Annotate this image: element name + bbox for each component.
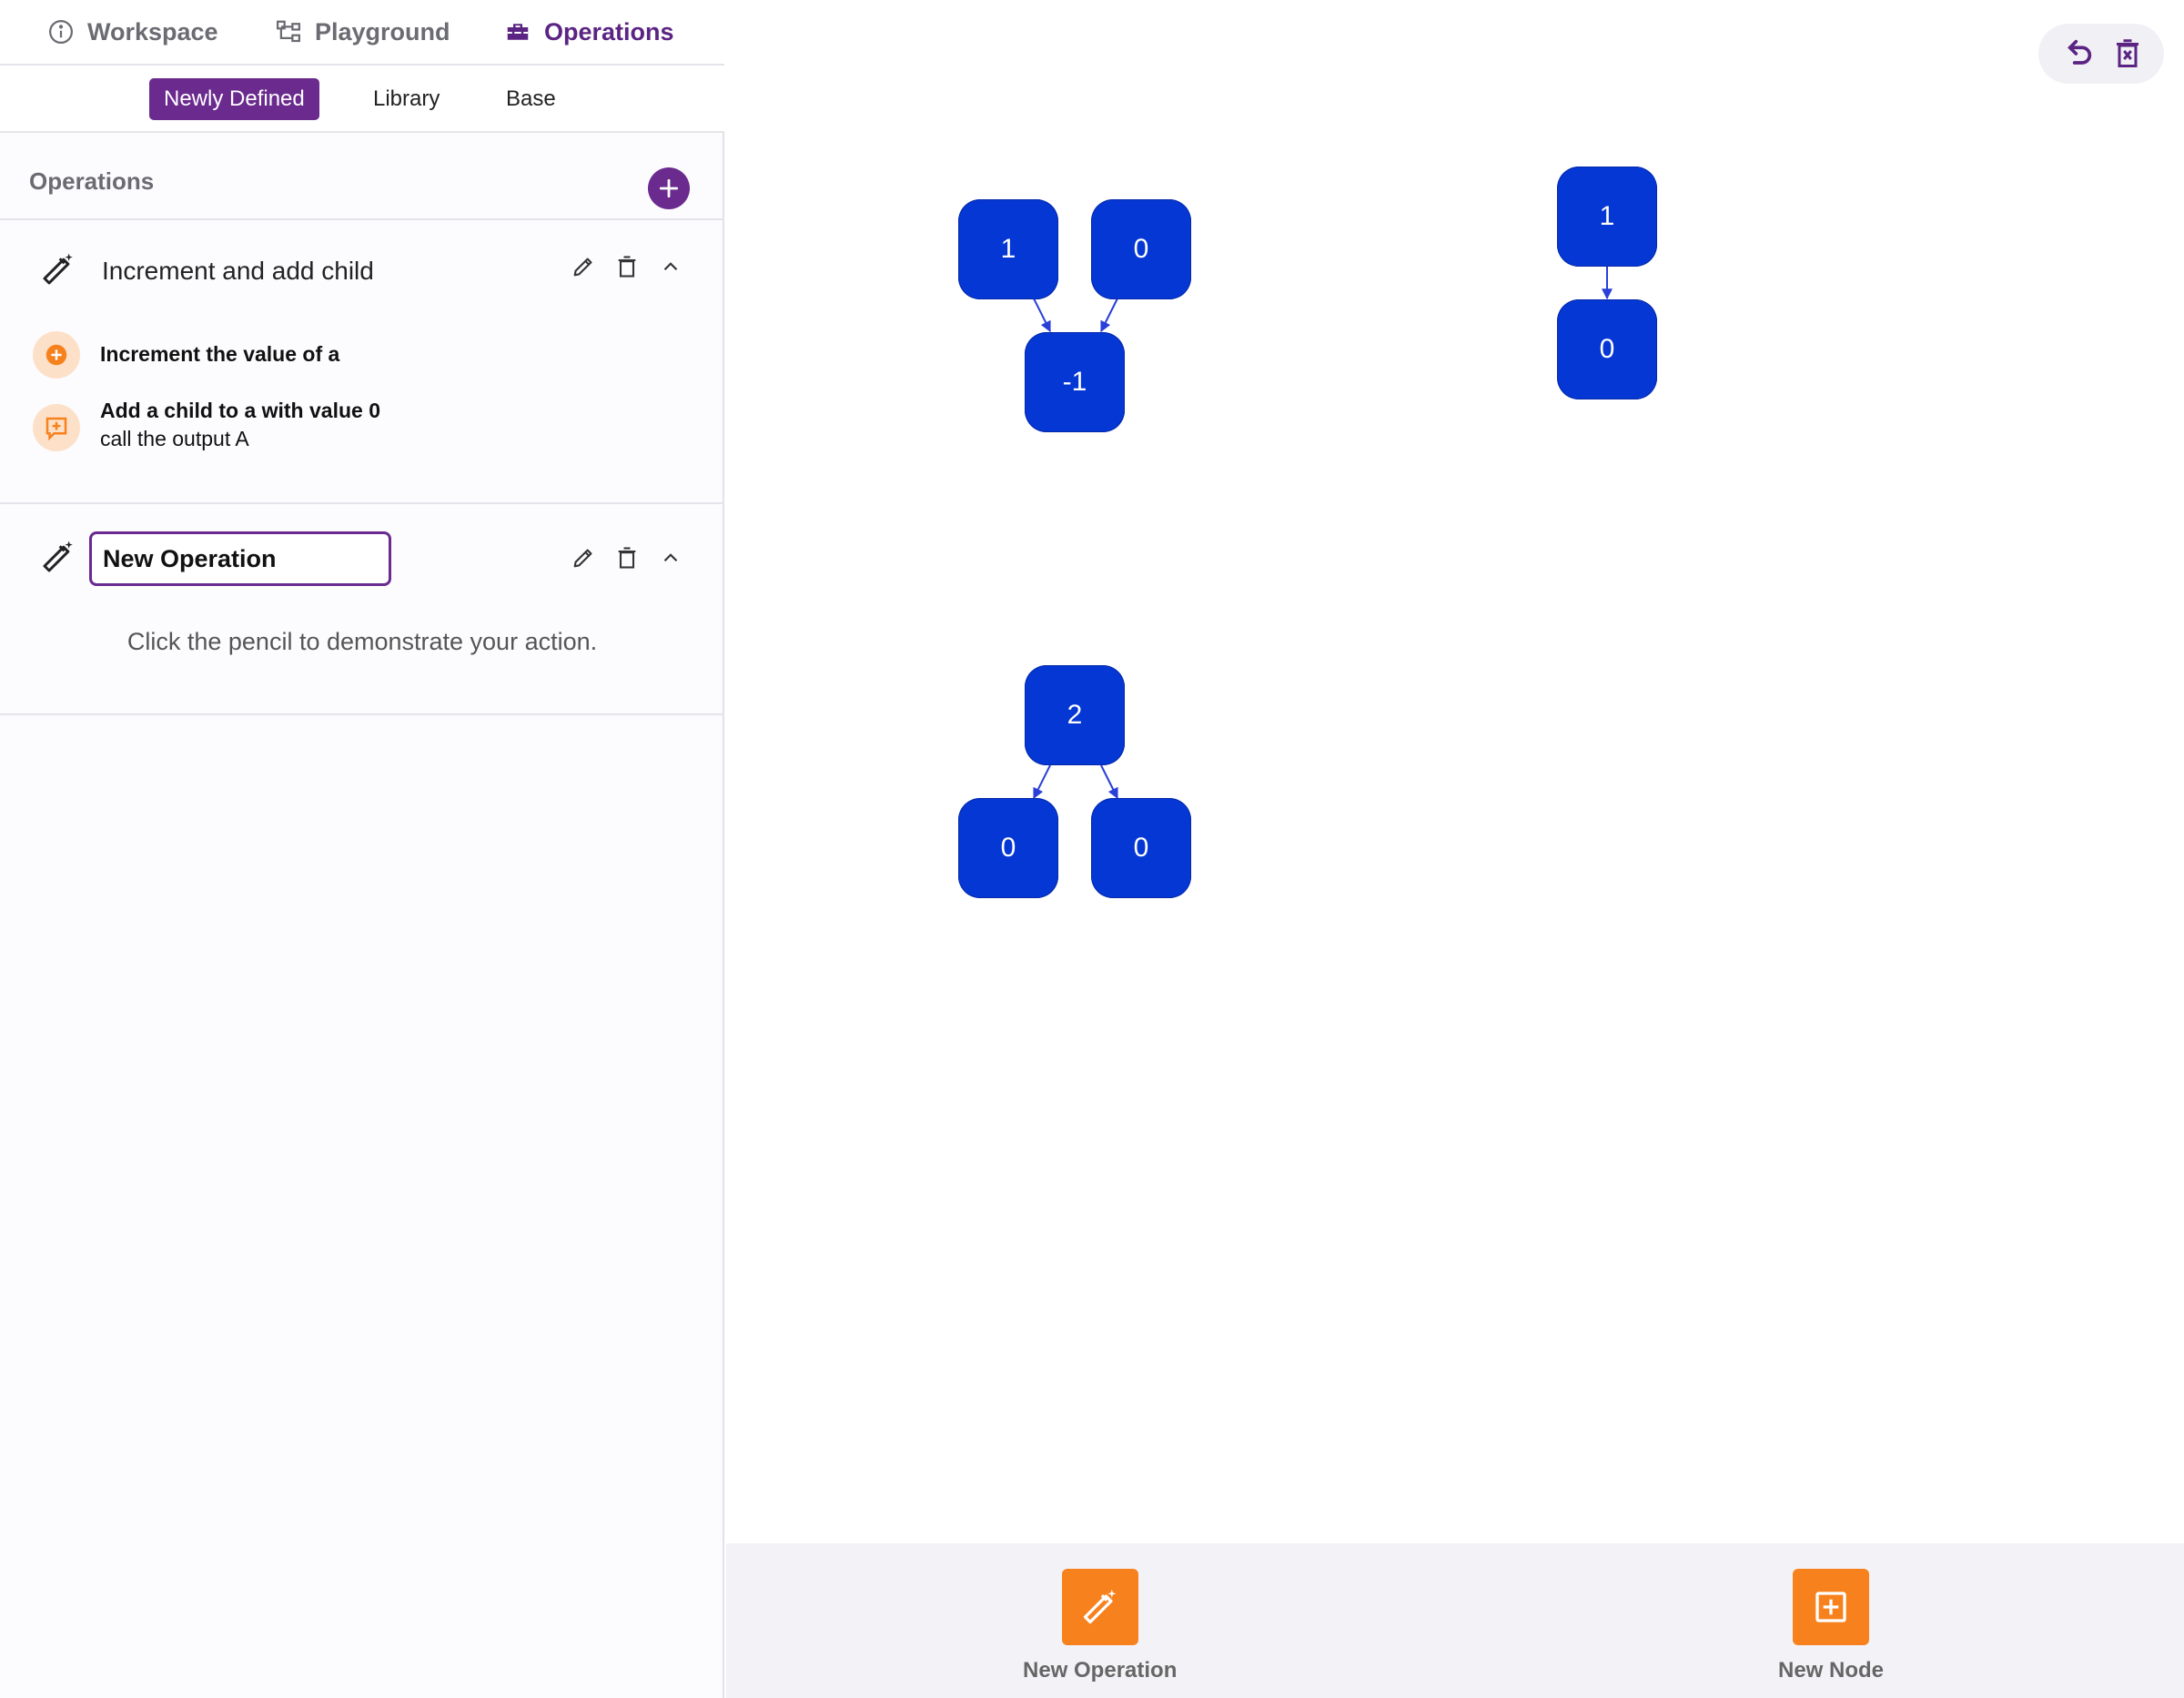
delete-operation-button[interactable] (613, 544, 641, 571)
collapse-button[interactable] (657, 253, 684, 280)
graph-node[interactable]: 1 (1557, 167, 1657, 267)
tab-workspace-label: Workspace (87, 17, 218, 45)
operation-card-new: Click the pencil to demonstrate your act… (0, 506, 724, 715)
operation-name: Increment and add child (102, 257, 374, 285)
step-description: Add a child to a with value 0 (100, 399, 380, 422)
new-node-label: New Node (1778, 1658, 1885, 1683)
operation-step: Add a child to a with value 0 call the o… (33, 397, 380, 453)
add-operation-button[interactable] (648, 167, 690, 209)
edit-operation-button[interactable] (570, 253, 597, 280)
toolbox-icon (507, 24, 529, 40)
new-operation-button[interactable] (1061, 1569, 1138, 1645)
graph-node[interactable]: -1 (1025, 332, 1125, 432)
bottom-action-bar (726, 1543, 2184, 1698)
tab-operations-label: Operations (544, 17, 674, 45)
magic-wand-icon (43, 253, 73, 285)
undo-icon (2067, 39, 2091, 65)
graph-node[interactable]: 0 (1557, 299, 1657, 399)
graph-canvas[interactable] (726, 0, 2184, 1543)
graph-node[interactable]: 0 (958, 798, 1058, 898)
graph-node[interactable]: 2 (1025, 665, 1125, 765)
trash-icon (618, 547, 636, 569)
operation-step: Increment the value of a (33, 331, 339, 379)
trash-icon (618, 256, 636, 278)
step-output-note: call the output A (100, 427, 249, 450)
pencil-icon (573, 258, 592, 277)
new-node-button[interactable] (1793, 1569, 1869, 1645)
sidebar: Workspace Playground Operations Newly De… (0, 0, 724, 1698)
operation-name-input[interactable] (89, 531, 391, 586)
graph-node[interactable]: 0 (1091, 199, 1191, 299)
chevron-up-icon (663, 553, 678, 562)
info-icon (49, 20, 73, 44)
clear-canvas-button[interactable] (2111, 37, 2144, 70)
demonstrate-hint: Click the pencil to demonstrate your act… (126, 628, 598, 655)
tab-operations[interactable]: Operations (504, 0, 674, 64)
hierarchy-icon (277, 20, 300, 43)
chevron-up-icon (663, 262, 678, 271)
trash-x-icon (2116, 39, 2138, 67)
pencil-icon (573, 549, 592, 568)
tab-playground[interactable]: Playground (275, 0, 450, 64)
operations-title: Operations (29, 167, 155, 195)
operations-header: Operations (0, 133, 724, 220)
plus-circle-icon (33, 331, 80, 379)
graph-node[interactable]: 0 (1091, 798, 1191, 898)
delete-operation-button[interactable] (613, 253, 641, 280)
collapse-button[interactable] (657, 544, 684, 571)
edit-operation-button[interactable] (570, 544, 597, 571)
canvas-toolbar (2038, 24, 2164, 84)
new-operation-action[interactable]: New Operation (1023, 1569, 1177, 1683)
add-box-icon (1815, 1592, 1846, 1622)
magic-wand-icon (43, 541, 73, 572)
step-description: Increment the value of a (100, 342, 340, 366)
new-operation-label: New Operation (1023, 1658, 1178, 1683)
main-tabs: Workspace Playground Operations (0, 0, 724, 66)
subtab-library[interactable]: Library (373, 86, 440, 111)
operation-card: Increment and add child Incre (0, 220, 724, 504)
subtab-base[interactable]: Base (506, 86, 556, 111)
new-node-action[interactable]: New Node (1778, 1569, 1884, 1683)
tab-workspace[interactable]: Workspace (47, 0, 218, 64)
magic-wand-icon (1083, 1589, 1117, 1624)
sub-tabs: Newly Defined Library Base (0, 66, 724, 133)
undo-button[interactable] (2059, 35, 2096, 72)
tab-playground-label: Playground (315, 17, 450, 45)
add-box-icon (33, 404, 80, 451)
plus-icon (659, 178, 679, 198)
graph-node[interactable]: 1 (958, 199, 1058, 299)
subtab-newly-defined[interactable]: Newly Defined (149, 78, 319, 120)
